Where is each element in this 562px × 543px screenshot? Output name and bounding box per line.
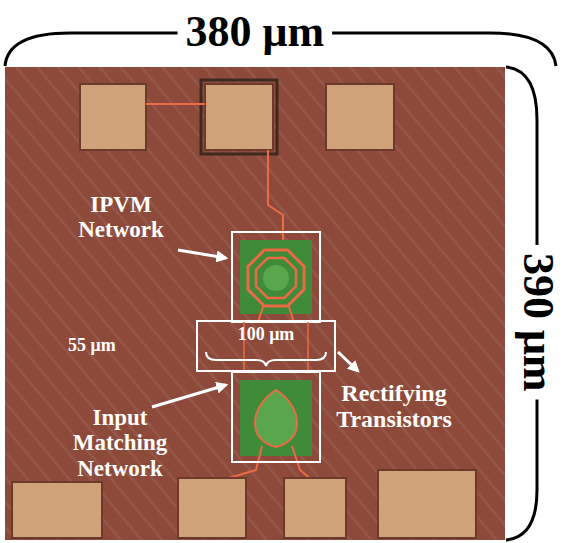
transistor-box: 100 μm <box>196 320 336 372</box>
dimension-label: 380 μm <box>186 8 325 56</box>
dimension-brace <box>506 400 537 541</box>
bond-pad <box>80 84 146 150</box>
matching-inductor <box>255 390 297 447</box>
matching-area <box>240 380 312 456</box>
dimension-label: 55 μm <box>68 336 148 356</box>
leader-arrow <box>338 352 358 371</box>
inductor-spiral <box>256 258 296 298</box>
matching-outline <box>232 372 320 462</box>
label-box: IPVM Network <box>62 192 180 243</box>
dimension-brace <box>506 67 537 245</box>
bond-pad <box>284 478 346 538</box>
leader-arrow <box>178 250 226 258</box>
dimension-text: 100 μm <box>198 325 334 345</box>
inductor-core <box>263 265 289 291</box>
part-label: Rectifying Transistors <box>318 380 470 433</box>
ipvm-outline <box>232 232 320 322</box>
bond-pad <box>178 478 246 538</box>
label-box: 380 μm <box>186 8 325 56</box>
part-label: IPVM Network <box>62 192 180 243</box>
dimension-label: 390 μm <box>513 253 561 392</box>
inductor-spiral <box>248 250 304 306</box>
dimension-brace <box>5 33 178 66</box>
bond-pad <box>378 470 476 538</box>
die-texture <box>5 67 505 540</box>
ipvm-area <box>240 240 312 314</box>
label-box: Rectifying Transistors <box>318 380 470 433</box>
part-label: Input Matching Network <box>60 405 180 481</box>
metal-trace <box>268 150 283 240</box>
chip-die <box>5 67 505 540</box>
pad-frame <box>201 80 277 154</box>
dimension-brace <box>206 352 326 366</box>
bond-pad <box>326 84 394 150</box>
leader-arrow <box>152 385 226 407</box>
bond-pad <box>12 482 102 538</box>
label-box: 55 μm <box>68 336 148 356</box>
label-box: 390 μm <box>513 253 561 392</box>
dimension-brace <box>332 33 556 66</box>
label-box: Input Matching Network <box>60 405 180 481</box>
bond-pad <box>205 84 273 150</box>
metal-trace <box>146 103 205 105</box>
